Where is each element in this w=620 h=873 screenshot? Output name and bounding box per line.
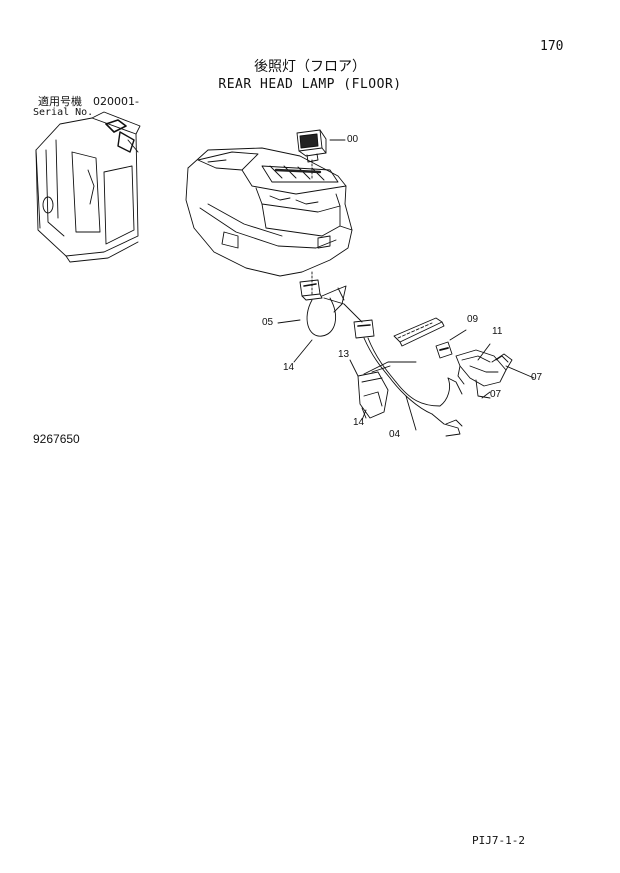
callout-07-right: 07	[531, 372, 543, 383]
callout-04: 04	[389, 429, 401, 440]
switch-part-00	[296, 129, 346, 179]
callout-00: 00	[347, 134, 359, 145]
page-title-japanese: 後照灯（フロア）	[254, 59, 366, 75]
callout-14-upper: 14	[283, 362, 295, 373]
callout-09: 09	[467, 314, 479, 325]
page-number: 170	[540, 39, 564, 54]
cab-thumbnail	[35, 111, 141, 263]
callout-05: 05	[262, 317, 274, 328]
callout-13: 13	[338, 349, 350, 360]
page-title: REAR HEAD LAMP (FLOOR)	[218, 77, 402, 92]
connector-part-05	[277, 279, 323, 324]
figure-number: 9267650	[33, 432, 80, 446]
page-code: PIJ7-1-2	[472, 834, 525, 847]
cable-loop-part-14	[293, 285, 347, 363]
floor-console	[185, 147, 353, 297]
light-bar	[363, 317, 445, 375]
bracket-part-13	[349, 359, 391, 421]
callout-14-lower: 14	[353, 417, 365, 428]
ground-cable	[361, 407, 367, 419]
lamp-assembly-parts-07-09-11	[435, 329, 535, 399]
serial-applicability-label: 適用号機 020001-	[38, 95, 139, 108]
callout-11: 11	[492, 326, 503, 337]
serial-number-label: Serial No.	[33, 107, 94, 118]
callout-07-lower: 07	[490, 389, 502, 400]
harness-part-04	[323, 297, 463, 437]
